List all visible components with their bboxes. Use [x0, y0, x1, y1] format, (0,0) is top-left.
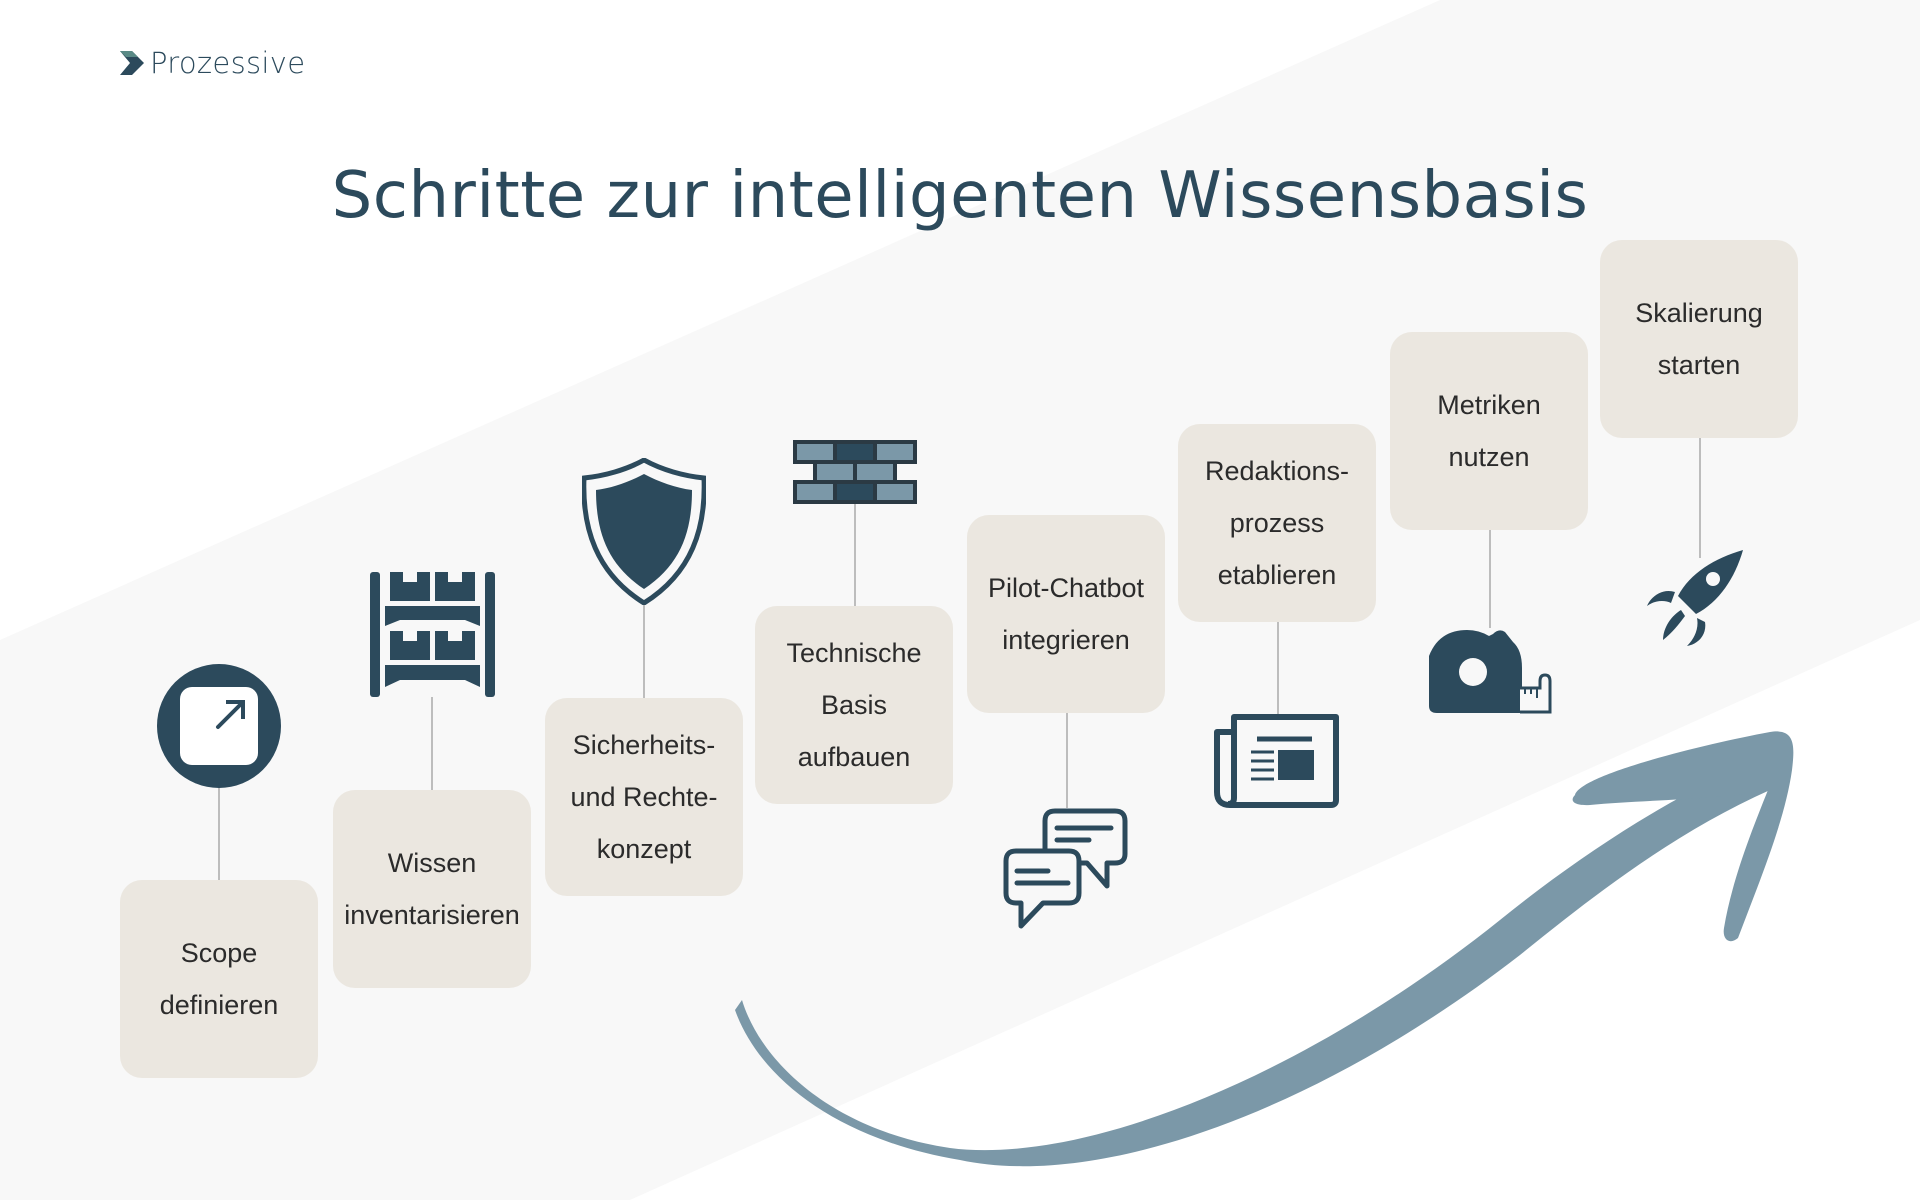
connector-line	[218, 788, 220, 880]
shelf-inventory-icon	[370, 572, 495, 697]
step-label: Wissen inventarisieren	[344, 848, 520, 930]
connector-line	[1489, 530, 1491, 628]
connector-line	[1277, 622, 1279, 714]
step-7-metriken: Metriken nutzen	[1390, 332, 1588, 530]
scope-expand-icon	[157, 664, 281, 788]
connector-line	[1066, 713, 1068, 808]
newspaper-icon	[1214, 714, 1339, 808]
connector-line	[643, 605, 645, 698]
step-5-pilot-chatbot: Pilot-Chatbot integrieren	[967, 515, 1165, 713]
step-3-sicherheit: Sicherheits- und Rechte- konzept	[545, 698, 743, 896]
brand-name: Prozessive	[150, 46, 306, 80]
connector-line	[854, 504, 856, 606]
step-label: Metriken nutzen	[1437, 390, 1541, 472]
brand-logo: Prozessive	[120, 46, 305, 80]
step-label: Pilot-Chatbot integrieren	[987, 573, 1145, 655]
shield-icon	[582, 458, 706, 605]
step-4-technische-basis: Technische Basis aufbauen	[755, 606, 953, 804]
page-title: Schritte zur intelligenten Wissensbasis	[331, 158, 1589, 233]
step-1-scope: Scope definieren	[120, 880, 318, 1078]
step-label: Skalierung starten	[1635, 298, 1763, 380]
step-label: Redaktions- prozess etablieren	[1204, 456, 1350, 590]
step-label: Technische Basis aufbauen	[786, 638, 922, 772]
step-label: Scope definieren	[159, 938, 279, 1020]
connector-line	[431, 697, 433, 790]
step-2-wissen: Wissen inventarisieren	[333, 790, 531, 988]
brick-wall-icon	[793, 440, 917, 504]
step-label: Sicherheits- und Rechte- konzept	[570, 730, 718, 864]
connector-line	[1699, 438, 1701, 558]
chevron-right-icon	[120, 51, 144, 75]
rocket-icon	[1647, 550, 1743, 646]
step-6-redaktionsprozess: Redaktions- prozess etablieren	[1178, 424, 1376, 622]
chat-bubbles-icon	[1003, 808, 1128, 929]
tape-measure-icon	[1429, 630, 1552, 714]
step-8-skalierung: Skalierung starten	[1600, 240, 1798, 438]
